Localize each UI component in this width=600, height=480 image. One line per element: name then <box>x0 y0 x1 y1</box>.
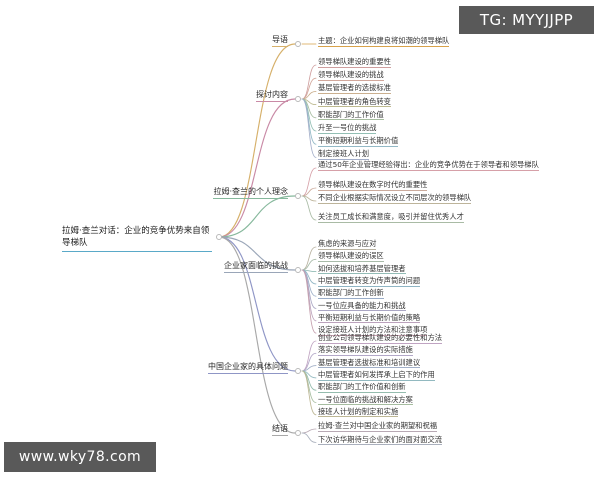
branch-hub-dot[interactable] <box>295 41 301 47</box>
mindmap-leaf-label: 职能部门的工作价值和创新 <box>318 382 406 393</box>
mindmap-root-node[interactable]: 拉姆·查兰对话：企业的竞争优势来自领导梯队 <box>62 225 212 252</box>
mindmap-branch-label: 结语 <box>272 424 288 436</box>
mindmap-leaf-label: 拉姆·查兰对中国企业家的期望和祝福 <box>318 421 438 432</box>
mindmap-leaf-node[interactable]: 不同企业根据实际情况设立不同层次的领导梯队 <box>318 193 472 204</box>
mindmap-leaf-label: 落实领导梯队建设的实际措施 <box>318 345 413 356</box>
mindmap-leaf-node[interactable]: 主题：企业如何构建良将如潮的领导梯队 <box>318 36 450 47</box>
mindmap-leaf-node[interactable]: 一号位面临的挑战和解决方案 <box>318 395 413 406</box>
mindmap-branch-label: 拉姆·查兰的个人理念 <box>213 187 288 199</box>
mindmap-branch-label: 中国企业家的具体问题 <box>208 362 288 374</box>
mindmap-leaf-node[interactable]: 领导梯队建设的误区 <box>318 251 384 262</box>
mindmap-leaf-node[interactable]: 平衡短期利益与长期价值的策略 <box>318 312 421 324</box>
mindmap-leaf-label: 一号位面临的挑战和解决方案 <box>318 394 413 406</box>
mindmap-leaf-label: 职能部门的工作创新 <box>318 288 384 299</box>
mindmap-leaf-node[interactable]: 下次访华期待与企业家们的面对面交流 <box>318 434 443 446</box>
mindmap-leaf-label: 中层管理者的角色转变 <box>318 96 391 108</box>
mindmap-leaf-node[interactable]: 接班人计划的制定和实施 <box>318 406 399 418</box>
mindmap-branch-label: 探讨内容 <box>256 90 288 102</box>
mindmap-branch-label: 导语 <box>272 35 288 47</box>
mindmap-leaf-label: 不同企业根据实际情况设立不同层次的领导梯队 <box>318 193 472 204</box>
mindmap-leaf-node[interactable]: 职能部门的工作价值和创新 <box>318 382 406 393</box>
mindmap-leaf-label: 如何选拔和培养基层管理者 <box>318 263 406 275</box>
branch-hub-dot[interactable] <box>295 267 301 273</box>
mindmap-leaf-label: 中层管理者转变为传声筒的问题 <box>318 275 421 287</box>
watermark-website: www.wky78.com <box>4 442 156 472</box>
mindmap-leaf-label: 创业公司领导梯队建设的必要性和方法 <box>318 333 443 344</box>
mindmap-leaf-node[interactable]: 如何选拔和培养基层管理者 <box>318 264 406 275</box>
mindmap-leaf-label: 一号位应具备的能力和挑战 <box>318 300 406 312</box>
mindmap-leaf-node[interactable]: 平衡短期利益与长期价值 <box>318 136 399 147</box>
mindmap-leaf-label: 基层管理者选拔标准和培训建议 <box>318 357 421 369</box>
mindmap-leaf-label: 基层管理者的选拔标准 <box>318 83 391 94</box>
mindmap-leaf-node[interactable]: 领导梯队建设的重要性 <box>318 57 391 68</box>
mindmap-leaf-label: 焦虑的来源与应对 <box>318 239 377 250</box>
mindmap-branch-label: 企业家面临的挑战 <box>224 261 288 273</box>
mindmap-branch-node[interactable]: 导语 <box>0 35 288 48</box>
mindmap-leaf-node[interactable]: 关注员工成长和满意度，吸引并留住优秀人才 <box>318 212 464 223</box>
mindmap-leaf-label: 领导梯队建设在数字时代的重要性 <box>318 180 428 191</box>
mindmap-leaf-label: 领导梯队建设的误区 <box>318 251 384 262</box>
mindmap-leaf-node[interactable]: 焦虑的来源与应对 <box>318 239 377 250</box>
mindmap-branch-node[interactable]: 拉姆·查兰的个人理念 <box>0 187 288 200</box>
mindmap-leaf-node[interactable]: 设定接班人计划的方法和注意事项 <box>318 325 428 336</box>
mindmap-leaf-node[interactable]: 拉姆·查兰对中国企业家的期望和祝福 <box>318 421 438 432</box>
mindmap-leaf-label: 设定接班人计划的方法和注意事项 <box>318 325 428 336</box>
mindmap-leaf-node[interactable]: 职能部门的工作创新 <box>318 288 384 299</box>
mindmap-leaf-label: 平衡短期利益与长期价值的策略 <box>318 312 421 324</box>
watermark-telegram: TG: MYYJJPP <box>459 6 594 34</box>
mindmap-leaf-node[interactable]: 职能部门的工作价值 <box>318 110 384 121</box>
mindmap-leaf-label: 平衡短期利益与长期价值 <box>318 136 399 147</box>
mindmap-leaf-node[interactable]: 落实领导梯队建设的实际措施 <box>318 345 413 356</box>
mindmap-leaf-label: 领导梯队建设的挑战 <box>318 70 384 81</box>
mindmap-leaf-label: 领导梯队建设的重要性 <box>318 57 391 68</box>
mindmap-leaf-label: 主题：企业如何构建良将如潮的领导梯队 <box>318 36 450 47</box>
mindmap-leaf-label: 升至一号位的挑战 <box>318 123 377 134</box>
branch-hub-dot[interactable] <box>295 430 301 436</box>
mindmap-leaf-label: 关注员工成长和满意度，吸引并留住优秀人才 <box>318 212 464 223</box>
mindmap-leaf-label: 通过50年企业管理经验得出：企业的竞争优势在于领导者和领导梯队 <box>318 160 539 171</box>
mindmap-leaf-node[interactable]: 领导梯队建设在数字时代的重要性 <box>318 180 428 191</box>
mindmap-leaf-node[interactable]: 领导梯队建设的挑战 <box>318 70 384 81</box>
mindmap-leaf-node[interactable]: 一号位应具备的能力和挑战 <box>318 301 406 312</box>
mindmap-leaf-label: 下次访华期待与企业家们的面对面交流 <box>318 434 443 446</box>
mindmap-leaf-label: 职能部门的工作价值 <box>318 109 384 121</box>
mindmap-leaf-node[interactable]: 基层管理者选拔标准和培训建议 <box>318 357 421 369</box>
mindmap-branch-node[interactable]: 中国企业家的具体问题 <box>0 362 288 375</box>
mindmap-leaf-node[interactable]: 中层管理者的角色转变 <box>318 97 391 108</box>
branch-hub-dot[interactable] <box>295 96 301 102</box>
mindmap-branch-node[interactable]: 探讨内容 <box>0 90 288 103</box>
mindmap-leaf-node[interactable]: 通过50年企业管理经验得出：企业的竞争优势在于领导者和领导梯队 <box>318 160 539 171</box>
mindmap-leaf-node[interactable]: 创业公司领导梯队建设的必要性和方法 <box>318 333 443 344</box>
mindmap-leaf-node[interactable]: 制定接班人计划 <box>318 149 370 160</box>
mindmap-leaf-label: 中层管理者如何发挥承上启下的作用 <box>318 369 435 381</box>
root-hub-dot[interactable] <box>216 234 222 240</box>
mindmap-leaf-label: 制定接班人计划 <box>318 149 370 160</box>
mindmap-leaf-node[interactable]: 中层管理者如何发挥承上启下的作用 <box>318 370 435 381</box>
mindmap-branch-node[interactable]: 企业家面临的挑战 <box>0 261 288 274</box>
branch-hub-dot[interactable] <box>295 368 301 374</box>
mindmap-leaf-node[interactable]: 基层管理者的选拔标准 <box>318 83 391 94</box>
mindmap-leaf-node[interactable]: 中层管理者转变为传声筒的问题 <box>318 275 421 287</box>
mindmap-branch-node[interactable]: 结语 <box>0 424 288 437</box>
branch-hub-dot[interactable] <box>295 193 301 199</box>
mindmap-leaf-label: 接班人计划的制定和实施 <box>318 406 399 418</box>
mindmap-leaf-node[interactable]: 升至一号位的挑战 <box>318 123 377 134</box>
